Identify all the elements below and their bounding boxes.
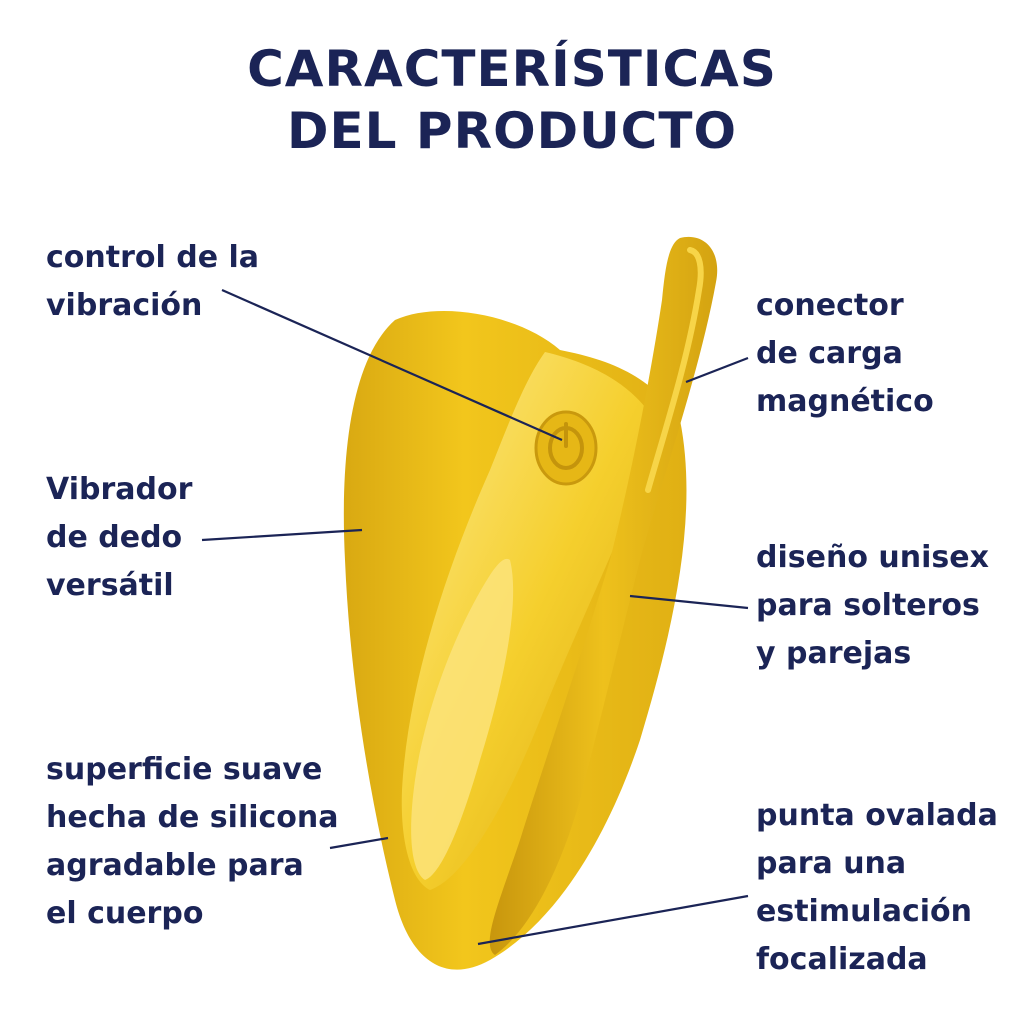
callout-finger-vibrator-line-1: Vibrador — [46, 472, 193, 507]
callout-charging-connector-line-2: de carga — [756, 336, 903, 371]
product-charging-arm — [489, 236, 718, 955]
callout-oval-tip-line-1: punta ovalada — [756, 798, 998, 833]
callout-soft-surface-line-2: hecha de silicona — [46, 800, 339, 835]
product-inner-slot — [411, 558, 514, 880]
leader-oval-tip — [477, 894, 749, 946]
leader-charging-connector — [685, 356, 749, 384]
callout-unisex-design-line-1: diseño unisex — [756, 540, 989, 575]
title-line-1: CARACTERÍSTICAS — [247, 40, 777, 98]
callout-charging-connector: conector de carga magnético — [756, 282, 934, 426]
callout-oval-tip-line-3: estimulación — [756, 894, 973, 929]
callout-unisex-design: diseño unisex para solteros y parejas — [756, 534, 989, 678]
callout-unisex-design-line-3: y parejas — [756, 636, 912, 671]
callout-finger-vibrator: Vibrador de dedo versátil — [46, 466, 192, 610]
product-arm-highlight — [645, 247, 704, 493]
leader-finger-vibrator — [201, 528, 363, 542]
callout-vibration-control: control de la vibración — [46, 234, 259, 330]
callout-soft-surface-line-1: superficie suave — [46, 752, 323, 787]
leader-unisex-design — [629, 594, 749, 610]
callout-soft-surface: superficie suave hecha de silicona agrad… — [46, 746, 339, 938]
power-button-icon — [534, 410, 598, 486]
leader-lines — [201, 288, 749, 946]
callout-oval-tip-line-2: para una — [756, 846, 907, 881]
callout-charging-connector-line-1: conector — [756, 288, 904, 323]
callout-charging-connector-line-3: magnético — [756, 384, 934, 419]
callout-unisex-design-line-2: para solteros — [756, 588, 980, 623]
callout-soft-surface-line-4: el cuerpo — [46, 896, 204, 931]
callout-finger-vibrator-line-2: de dedo — [46, 520, 183, 555]
callout-soft-surface-line-3: agradable para — [46, 848, 304, 883]
leader-soft-surface — [329, 836, 389, 850]
callout-vibration-control-line-1: control de la — [46, 240, 260, 275]
callout-finger-vibrator-line-3: versátil — [46, 568, 174, 603]
leader-vibration-control — [221, 288, 563, 442]
callout-oval-tip-line-4: focalizada — [756, 942, 928, 977]
callout-oval-tip: punta ovalada para una estimulación foca… — [756, 792, 998, 984]
page-title: CARACTERÍSTICAS DEL PRODUCTO — [0, 38, 1024, 162]
title-line-2: DEL PRODUCTO — [287, 102, 737, 160]
callout-vibration-control-line-2: vibración — [46, 288, 203, 323]
